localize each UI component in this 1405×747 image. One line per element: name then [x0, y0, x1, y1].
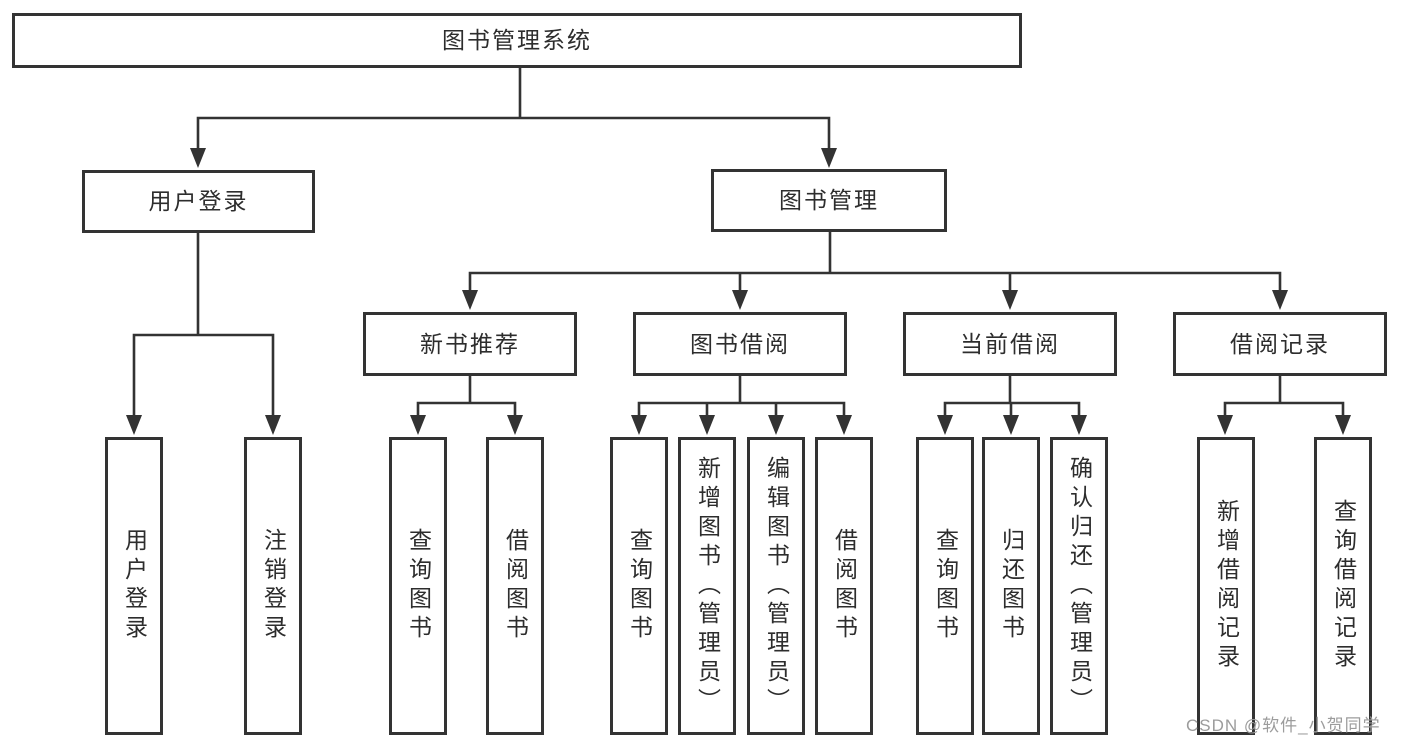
- leaf-return-book-label: 归还图书: [998, 528, 1025, 644]
- node-root-label: 图书管理系统: [442, 27, 592, 53]
- leaf-borrow-book-label: 借阅图书: [831, 528, 858, 644]
- leaf-query-book: 查询图书: [916, 437, 974, 735]
- node-current-borrow-label: 当前借阅: [960, 330, 1060, 357]
- connector-book-management-to-level3: [462, 232, 1288, 310]
- leaf-add-book-admin: 新增图书（管理员）: [678, 437, 736, 735]
- leaf-user-login-label: 用户登录: [121, 528, 148, 644]
- connector-borrow-records-children: [1217, 376, 1351, 435]
- leaf-add-borrow-record: 新增借阅记录: [1197, 437, 1255, 735]
- leaf-query-book-label: 查询图书: [405, 528, 432, 644]
- connector-book-borrow-children: [631, 376, 852, 435]
- leaf-query-borrow-record-label: 查询借阅记录: [1330, 499, 1357, 673]
- leaf-query-book: 查询图书: [610, 437, 668, 735]
- node-user-login-label: 用户登录: [148, 188, 249, 214]
- node-book-management-label: 图书管理: [779, 187, 879, 213]
- leaf-logout-login: 注销登录: [244, 437, 302, 735]
- leaf-query-borrow-record: 查询借阅记录: [1314, 437, 1372, 735]
- leaf-edit-book-admin: 编辑图书（管理员）: [747, 437, 805, 735]
- leaf-return-book: 归还图书: [982, 437, 1040, 735]
- leaf-add-book-admin-label: 新增图书（管理员）: [694, 455, 721, 717]
- connector-user-login-children: [126, 233, 281, 435]
- node-borrow-records-label: 借阅记录: [1230, 330, 1330, 357]
- node-root: 图书管理系统: [12, 13, 1022, 68]
- leaf-query-book-label: 查询图书: [626, 528, 653, 644]
- leaf-query-book-label: 查询图书: [932, 528, 959, 644]
- leaf-query-book: 查询图书: [389, 437, 447, 735]
- node-book-borrow: 图书借阅: [633, 312, 847, 376]
- leaf-logout-login-label: 注销登录: [260, 528, 287, 644]
- node-borrow-records: 借阅记录: [1173, 312, 1387, 376]
- leaf-edit-book-admin-label: 编辑图书（管理员）: [763, 455, 790, 717]
- leaf-confirm-return-admin-label: 确认归还（管理员）: [1066, 455, 1093, 717]
- connector-new-book-recommend-children: [410, 376, 523, 435]
- node-new-book-recommend-label: 新书推荐: [420, 330, 520, 357]
- leaf-confirm-return-admin: 确认归还（管理员）: [1050, 437, 1108, 735]
- node-current-borrow: 当前借阅: [903, 312, 1117, 376]
- leaf-add-borrow-record-label: 新增借阅记录: [1213, 499, 1240, 673]
- connector-root-to-level2: [190, 68, 837, 168]
- node-book-management: 图书管理: [711, 169, 947, 232]
- leaf-user-login: 用户登录: [105, 437, 163, 735]
- watermark: CSDN @软件_小贺同学: [1186, 716, 1381, 735]
- node-user-login: 用户登录: [82, 170, 315, 233]
- leaf-borrow-book: 借阅图书: [815, 437, 873, 735]
- leaf-borrow-book-label: 借阅图书: [502, 528, 529, 644]
- node-new-book-recommend: 新书推荐: [363, 312, 577, 376]
- connector-current-borrow-children: [937, 376, 1087, 435]
- leaf-borrow-book: 借阅图书: [486, 437, 544, 735]
- node-book-borrow-label: 图书借阅: [690, 330, 790, 357]
